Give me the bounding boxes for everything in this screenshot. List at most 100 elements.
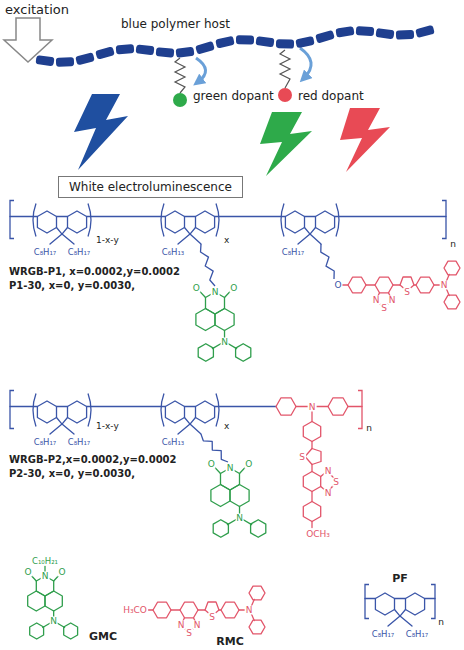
bond-line	[185, 418, 191, 425]
bond-line	[198, 609, 205, 610]
benzene-ring	[196, 211, 215, 233]
structure-label: excitation	[4, 3, 70, 16]
bond-line	[185, 406, 196, 407]
polymer-segment	[56, 57, 74, 67]
structure-label: O	[229, 283, 238, 292]
bond-line	[311, 465, 312, 472]
structure-label: x	[223, 236, 230, 245]
spring-linker	[175, 58, 185, 93]
bond-line	[57, 216, 68, 217]
structure-label: C₈H₁₇	[33, 438, 58, 447]
benzene-ring	[285, 211, 304, 233]
benzene-ring	[165, 211, 184, 233]
structure-label: 1-x-y	[95, 422, 120, 431]
bond-line	[425, 598, 435, 599]
structure-label: N	[211, 288, 220, 297]
bond-line	[305, 216, 316, 217]
bond-line	[57, 406, 68, 407]
benzene-ring	[221, 602, 239, 618]
structure-label: n	[365, 424, 373, 433]
energy-transfer-arrow	[300, 48, 311, 78]
bond-line	[311, 492, 312, 502]
bond-line	[87, 406, 166, 407]
structure-label: WRGB-P2,x=0.0002,y=0.0002	[8, 455, 178, 465]
square-bracket	[358, 391, 362, 429]
benzene-ring	[348, 277, 366, 293]
benzene-ring	[416, 277, 434, 293]
bond-line	[185, 216, 196, 217]
square-bracket	[431, 585, 435, 619]
structure-label: P1-30, x=0, y=0.0030,	[8, 281, 136, 291]
alkyl-chain	[321, 244, 334, 279]
benzene-ring	[375, 593, 394, 615]
polymer-segment	[35, 55, 54, 66]
parenthesis	[336, 204, 339, 237]
parenthesis	[88, 204, 91, 237]
bond-line	[316, 406, 328, 407]
square-bracket	[365, 585, 369, 619]
polymer-segment	[356, 26, 375, 36]
parenthesis	[281, 204, 284, 237]
bond-line	[50, 424, 62, 434]
bond-line	[178, 234, 190, 244]
bond-line	[311, 442, 312, 449]
structure-label: H₃CO	[122, 606, 148, 615]
benzene-ring	[276, 398, 296, 415]
structure-label: N	[220, 337, 229, 346]
structure-label: C₆H₁₃	[161, 438, 186, 447]
red-emission-bolt	[340, 108, 390, 172]
square-bracket	[10, 201, 14, 239]
benzene-ring	[165, 401, 184, 423]
parenthesis	[33, 204, 36, 237]
square-bracket	[10, 391, 14, 429]
structure-label: S	[185, 629, 193, 638]
green-dopant-dot	[173, 93, 187, 107]
bond-line	[171, 609, 180, 610]
structure-label: blue polymer host	[120, 18, 231, 30]
polymer-segment	[116, 44, 135, 54]
benzene-ring	[406, 593, 425, 615]
structure-label: O	[244, 459, 253, 468]
structure-label: N	[324, 466, 333, 475]
structure-label: S	[332, 477, 340, 486]
structure-label: x	[223, 422, 230, 431]
bond-line	[311, 412, 312, 422]
polymer-segment	[415, 25, 435, 38]
benzene-ring	[328, 398, 348, 415]
polymer-segment	[396, 30, 414, 40]
bond-line	[215, 216, 286, 217]
structure-label: P2-30, x=0, y=0.0030,	[8, 469, 136, 479]
bond-line	[305, 228, 311, 235]
bond-line	[311, 522, 312, 528]
benzene-ring	[251, 520, 266, 538]
polymer-segment	[255, 36, 274, 47]
structure-label: n	[449, 240, 457, 249]
bond-line	[215, 406, 276, 407]
benzene-ring	[30, 623, 44, 639]
polymer-segment	[75, 52, 95, 65]
bond-line	[335, 216, 446, 217]
polymer-segment	[136, 44, 155, 55]
square-bracket	[442, 201, 446, 239]
bond-line	[62, 418, 68, 425]
benzene-ring	[198, 344, 213, 362]
bond-line	[348, 406, 362, 407]
structure-label: PF	[391, 573, 409, 584]
structure-label: S	[380, 304, 388, 313]
structure-label: N	[177, 621, 186, 630]
benzene-ring	[444, 295, 460, 309]
structure-label: N	[245, 606, 254, 615]
bond-line	[388, 616, 400, 626]
polymer-segment	[95, 46, 115, 59]
bond-line	[400, 610, 406, 617]
structure-label: N	[388, 296, 397, 305]
parenthesis	[161, 204, 164, 237]
structure-label: C₈H₁₇	[67, 438, 92, 447]
benzene-ring	[196, 401, 215, 423]
benzene-ring	[444, 261, 460, 275]
polymer-segment	[236, 35, 254, 44]
benzene-ring	[68, 211, 87, 233]
bond-line	[190, 418, 196, 425]
bond-line	[400, 616, 412, 626]
structure-label: N	[49, 617, 58, 626]
